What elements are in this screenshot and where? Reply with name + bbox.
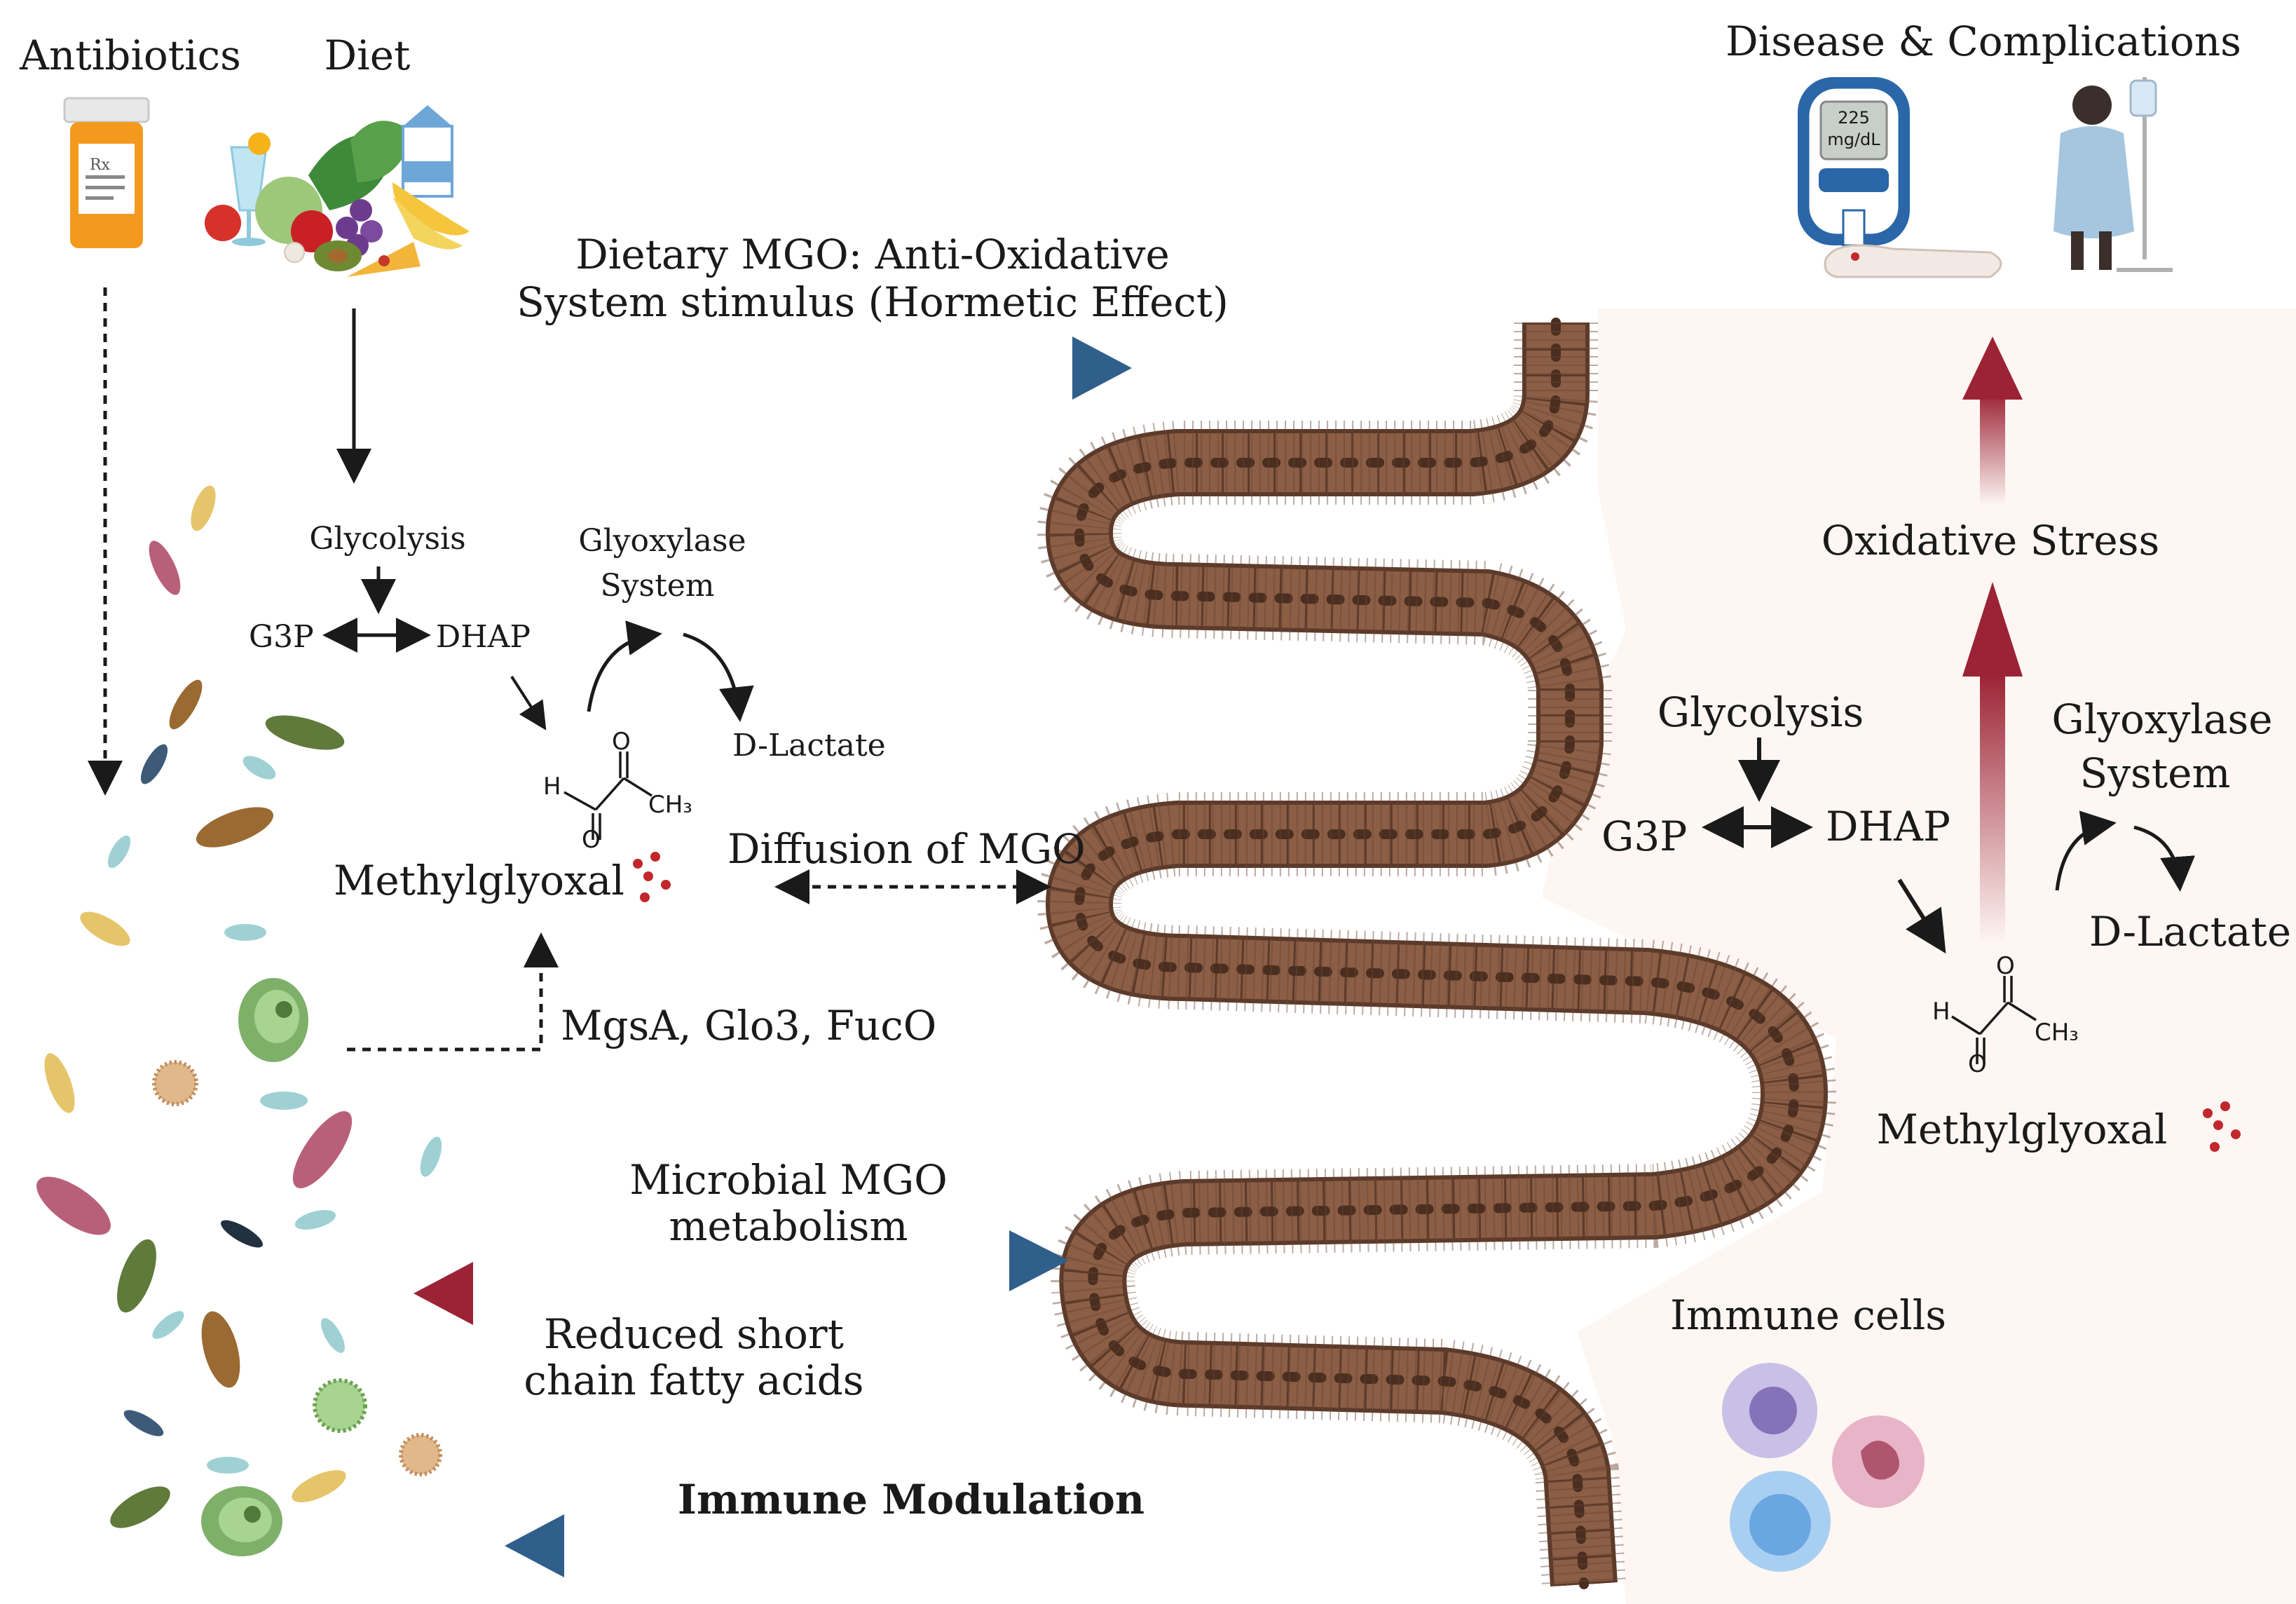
enzymes-label: MgsA, Glo3, FucO (561, 1002, 937, 1049)
right-glycolysis-label: Glycolysis (1657, 688, 1864, 736)
immune-cells-label: Immune cells (1669, 1291, 1947, 1339)
methylglyoxal-molecule-left (563, 752, 652, 840)
molecule-ch3-left: CH₃ (648, 791, 692, 819)
molecule-h-right: H (1932, 998, 1950, 1026)
molecule-o-top-right: O (1996, 952, 2015, 980)
right-methylglyoxal-label: Methylglyoxal (1876, 1106, 2168, 1153)
molecule-h-left: H (543, 773, 561, 801)
right-glyoxylase-label-1: Glyoxylase (2051, 695, 2273, 743)
molecule-o-bottom-left: O (582, 826, 601, 854)
mgo-dots-right (2203, 1101, 2241, 1152)
antibiotics-label: Antibiotics (20, 32, 241, 79)
microbial-label-2: metabolism (669, 1202, 908, 1250)
scfa-label-1: Reduced short (544, 1310, 844, 1358)
glucometer-unit: mg/dL (1827, 130, 1880, 149)
left-dhap-label: DHAP (436, 619, 531, 655)
dietary-label-2: System stimulus (Hormetic Effect) (517, 278, 1229, 326)
oxidative-stress-label: Oxidative Stress (1821, 517, 2160, 564)
left-glyoxylase-label-2: System (600, 568, 715, 604)
left-g3p-label: G3P (249, 619, 314, 655)
right-g3p-label: G3P (1601, 813, 1688, 860)
glucometer-icon (1798, 77, 2002, 278)
disease-title: Disease & Complications (1726, 18, 2241, 65)
molecule-ch3-right: CH₃ (2035, 1019, 2079, 1047)
dietary-mgo-arrow (627, 337, 1132, 400)
pill-bottle-icon: Rx (63, 97, 150, 248)
diet-label: Diet (324, 32, 411, 79)
methylglyoxal-molecule-right (1951, 976, 2037, 1064)
mgo-dots-left (633, 852, 671, 902)
immune-modulation-label: Immune Modulation (677, 1476, 1145, 1523)
left-glyoxylase-label-1: Glyoxylase (578, 523, 746, 559)
diffusion-label: Diffusion of MGO (727, 825, 1086, 873)
disease-arrow (1962, 337, 2023, 505)
immune-cells-icon (1722, 1363, 1925, 1572)
dietary-label-1: Dietary MGO: Anti-Oxidative (575, 231, 1170, 278)
gut-microbiota (36, 485, 442, 1556)
food-icon (205, 105, 470, 277)
tissue-background (1542, 308, 2296, 1604)
immune-modulation-arrow (505, 1514, 1507, 1577)
intestine-wall (1037, 318, 1837, 1589)
oxidative-stress-arrow (1962, 582, 2023, 943)
right-dhap-label: DHAP (1826, 803, 1950, 850)
molecule-o-bottom-right: O (1968, 1050, 1987, 1078)
enzymes-arrow (347, 932, 559, 1052)
left-methylglyoxal-label: Methylglyoxal (334, 857, 624, 904)
left-glycolysis-label: Glycolysis (309, 521, 466, 557)
molecule-o-top-left: O (612, 728, 631, 756)
microbial-mgo-arrow (561, 1230, 1069, 1291)
scfa-arrow (414, 1262, 939, 1325)
left-d-lactate-label: D-Lactate (732, 728, 886, 763)
microbial-label-1: Microbial MGO (629, 1156, 948, 1204)
right-d-lactate-label: D-Lactate (2089, 908, 2292, 956)
glucometer-value: 225 (1838, 108, 1870, 128)
svg-text:Rx: Rx (90, 156, 111, 174)
scfa-label-2: chain fatty acids (524, 1357, 864, 1404)
patient-icon (2054, 77, 2173, 272)
right-glyoxylase-label-2: System (2079, 749, 2231, 797)
